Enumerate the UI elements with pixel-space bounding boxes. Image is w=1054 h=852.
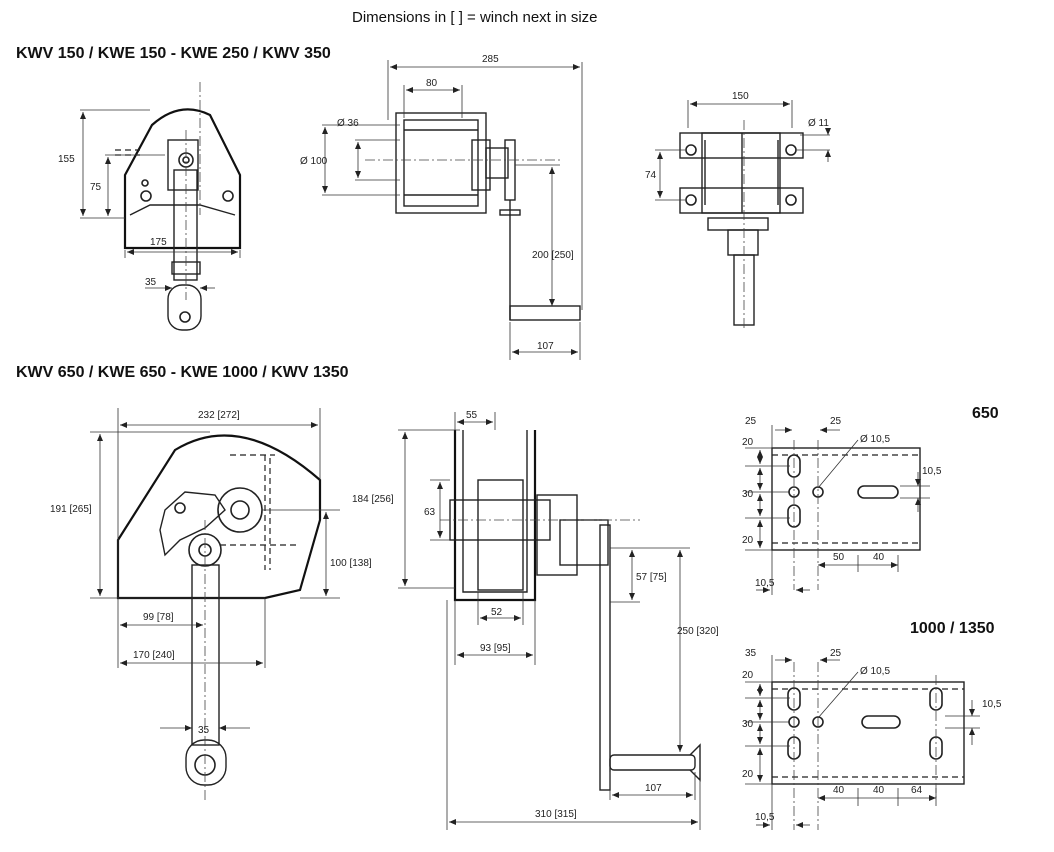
s1-side-d35: 35: [145, 277, 157, 288]
s1-top-d150: 150: [732, 91, 749, 102]
s1-front-d285: 285: [482, 54, 499, 65]
s2-front-d93: 93 [95]: [480, 643, 511, 654]
plate650-d40: 40: [873, 552, 885, 563]
plate1000-hole: Ø 10,5: [860, 666, 890, 677]
s1-side-d155: 155: [58, 154, 75, 165]
s2-side-d232: 232 [272]: [198, 410, 240, 421]
plate1000-d40b: 40: [873, 785, 885, 796]
plate1000-d10_5: 10,5: [982, 699, 1002, 710]
plate1000-d35: 35: [745, 648, 757, 659]
s1-front-d80: 80: [426, 78, 438, 89]
s1-top-d74: 74: [645, 170, 657, 181]
s2-side-d35: 35: [198, 725, 210, 736]
plate1000-d30: 30: [742, 719, 754, 730]
plate1000-d20b: 20: [742, 769, 754, 780]
plate650-hole: Ø 10,5: [860, 434, 890, 445]
plate650-d25a: 25: [745, 416, 757, 427]
header-note: Dimensions in [ ] = winch next in size: [352, 9, 598, 26]
plate1000-d40a: 40: [833, 785, 845, 796]
plate650-d10_5b: 10,5: [755, 578, 775, 589]
s2-side-d170: 170 [240]: [133, 650, 175, 661]
s1-side-d175: 175: [150, 237, 167, 248]
plate650-d20a: 20: [742, 437, 754, 448]
s1-front-d36: Ø 36: [337, 118, 359, 129]
plate650-d30: 30: [742, 489, 754, 500]
plate1000-d10_5b: 10,5: [755, 812, 775, 823]
plate650-d10_5: 10,5: [922, 466, 942, 477]
plate1000-d25: 25: [830, 648, 842, 659]
s1-side-d75: 75: [90, 182, 102, 193]
plate1000-drawing: [745, 655, 980, 830]
plate650-drawing: [745, 425, 930, 595]
s2-side-d100: 100 [138]: [330, 558, 372, 569]
s2-front-d310: 310 [315]: [535, 809, 577, 820]
s2-front-d52: 52: [491, 607, 503, 618]
plate1000-d20a: 20: [742, 670, 754, 681]
s1-side-view: [80, 82, 242, 331]
s2-front-d63: 63: [424, 507, 436, 518]
s1-front-d200: 200 [250]: [532, 250, 574, 261]
plate650-d50: 50: [833, 552, 845, 563]
s2-front-d55: 55: [466, 410, 478, 421]
plate650-d25b: 25: [830, 416, 842, 427]
s1-top-d11: Ø 11: [808, 118, 829, 129]
s1-top-view: [655, 100, 831, 330]
s2-side-view: [90, 408, 340, 800]
s2-front-view: [398, 412, 701, 830]
s2-front-d57: 57 [75]: [636, 572, 667, 583]
section1-title: KWV 150 / KWE 150 - KWE 250 / KWV 350: [16, 45, 331, 62]
s2-front-d184: 184 [256]: [352, 494, 394, 505]
section2-title: KWV 650 / KWE 650 - KWE 1000 / KWV 1350: [16, 364, 349, 381]
s1-front-d100: Ø 100: [300, 156, 328, 167]
s2-front-d107: 107: [645, 783, 662, 794]
s2-side-d99: 99 [78]: [143, 612, 174, 623]
plate650-d20b: 20: [742, 535, 754, 546]
s1-front-view: [322, 60, 583, 360]
plate1000-d64: 64: [911, 785, 923, 796]
s1-front-d107: 107: [537, 341, 554, 352]
plate650-label: 650: [972, 405, 999, 422]
s2-front-d250: 250 [320]: [677, 626, 719, 637]
plate1000-label: 1000 / 1350: [910, 620, 995, 637]
s2-side-d191: 191 [265]: [50, 504, 92, 515]
